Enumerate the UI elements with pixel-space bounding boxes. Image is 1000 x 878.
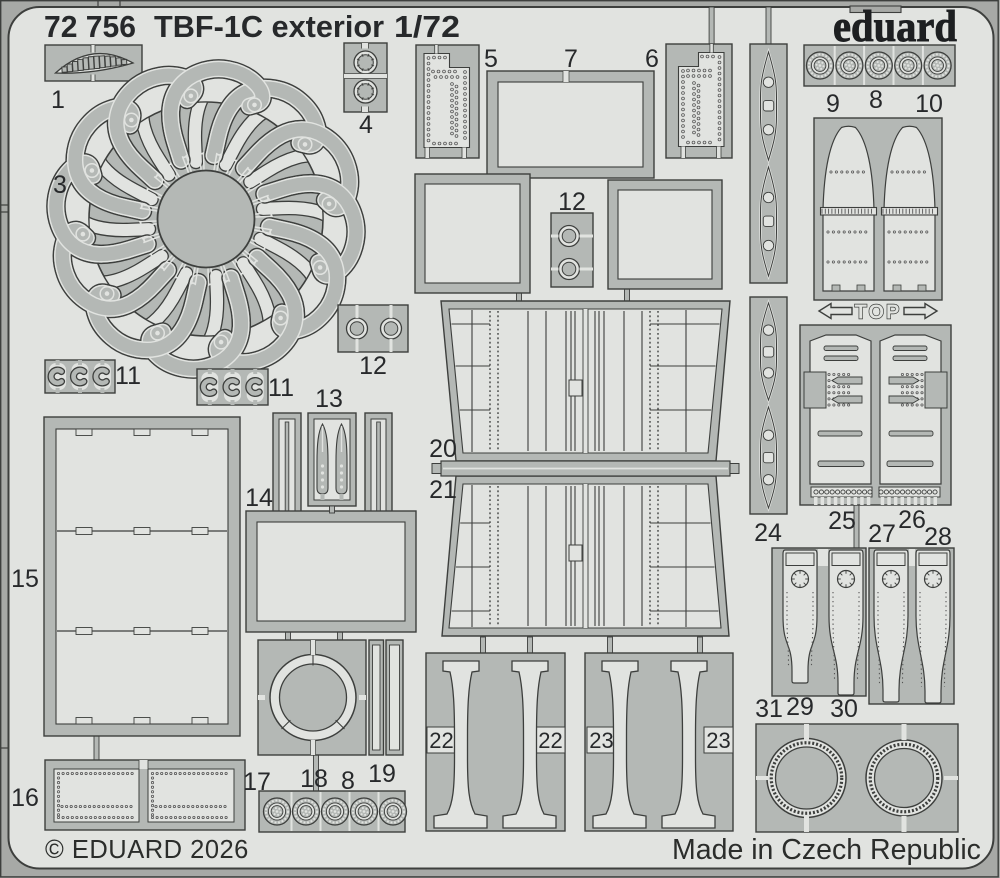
svg-text:25: 25 [828, 507, 856, 535]
svg-text:23: 23 [706, 728, 730, 753]
svg-text:20: 20 [429, 435, 457, 463]
svg-text:22: 22 [538, 728, 562, 753]
svg-text:27: 27 [868, 520, 896, 548]
svg-text:9: 9 [826, 90, 840, 118]
svg-text:11: 11 [115, 362, 141, 390]
svg-text:29: 29 [786, 693, 814, 721]
svg-text:21: 21 [429, 476, 457, 504]
svg-text:13: 13 [315, 385, 343, 413]
svg-text:72 756: 72 756 [44, 9, 136, 44]
svg-text:26: 26 [898, 506, 926, 534]
svg-text:14: 14 [245, 484, 273, 512]
svg-text:8: 8 [341, 767, 355, 795]
svg-text:8: 8 [869, 86, 883, 114]
svg-text:23: 23 [589, 728, 613, 753]
svg-text:12: 12 [359, 352, 387, 380]
svg-text:6: 6 [645, 45, 659, 73]
svg-text:11: 11 [268, 374, 294, 402]
svg-text:Made in Czech Republic: Made in Czech Republic [672, 834, 981, 866]
svg-text:eduard: eduard [833, 2, 957, 51]
svg-text:© EDUARD 2026: © EDUARD 2026 [45, 836, 249, 864]
svg-text:22: 22 [429, 728, 453, 753]
svg-text:7: 7 [564, 45, 578, 73]
svg-text:24: 24 [754, 519, 782, 547]
svg-text:30: 30 [830, 695, 858, 723]
svg-text:3: 3 [53, 171, 67, 199]
svg-text:4: 4 [359, 111, 373, 139]
svg-text:28: 28 [924, 523, 952, 551]
svg-text:5: 5 [484, 45, 498, 73]
svg-text:16: 16 [11, 784, 39, 812]
svg-text:TOP: TOP [855, 302, 902, 324]
svg-text:1: 1 [51, 86, 65, 114]
svg-text:18: 18 [300, 765, 328, 793]
svg-text:15: 15 [11, 565, 39, 593]
svg-text:31: 31 [755, 695, 783, 723]
svg-text:12: 12 [558, 188, 586, 216]
svg-text:10: 10 [915, 90, 943, 118]
svg-text:TBF-1C exterior: TBF-1C exterior [154, 9, 384, 44]
svg-text:1/72: 1/72 [394, 9, 460, 44]
svg-text:19: 19 [368, 760, 396, 788]
